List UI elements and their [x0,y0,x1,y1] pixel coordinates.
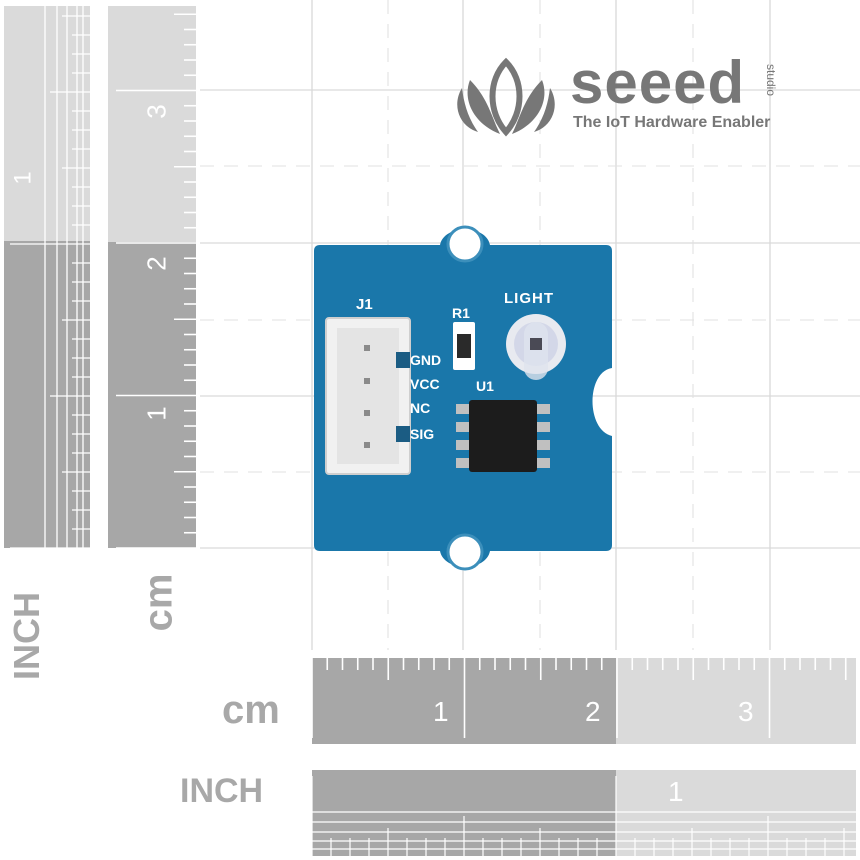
vertical-cm-label-1: 1 [141,406,172,421]
chip-u1 [456,400,550,472]
light-sensor-board [314,225,612,571]
seeed-logo-icon [457,57,555,137]
sensor-label: LIGHT [504,290,554,307]
vertical-inch-ruler [4,6,90,549]
vertical-unit-cm: cm [136,573,181,632]
resistor-label: R1 [452,305,470,321]
pin-label-sig: SIG [410,426,435,442]
vertical-inch-label-1: 1 [9,171,37,185]
chip-label: U1 [476,378,494,394]
horizontal-cm-label-1: 1 [433,696,449,727]
horizontal-inch-label-1: 1 [668,776,684,807]
vertical-cm-label-3: 3 [141,104,172,119]
pin-label-vcc: VCC [410,376,440,392]
horizontal-unit-inch: INCH [180,772,264,810]
horizontal-unit-cm: cm [222,688,280,732]
brand-tagline: The IoT Hardware Enabler [573,114,771,131]
horizontal-cm-label-2: 2 [585,696,601,727]
horizontal-inch-ruler [311,770,856,856]
light-sensor [506,314,566,380]
vertical-unit-inch: INCH [6,592,47,680]
pin-label-nc: NC [410,400,431,416]
vertical-cm-ruler [108,6,196,549]
connector-label: J1 [356,296,373,313]
brand-name: seeed [570,49,746,116]
vertical-cm-label-2: 2 [141,256,172,271]
brand-suffix: studio [764,64,778,97]
horizontal-cm-label-3: 3 [738,696,754,727]
horizontal-cm-ruler [311,658,856,744]
pin-label-gnd: GND [410,352,442,368]
